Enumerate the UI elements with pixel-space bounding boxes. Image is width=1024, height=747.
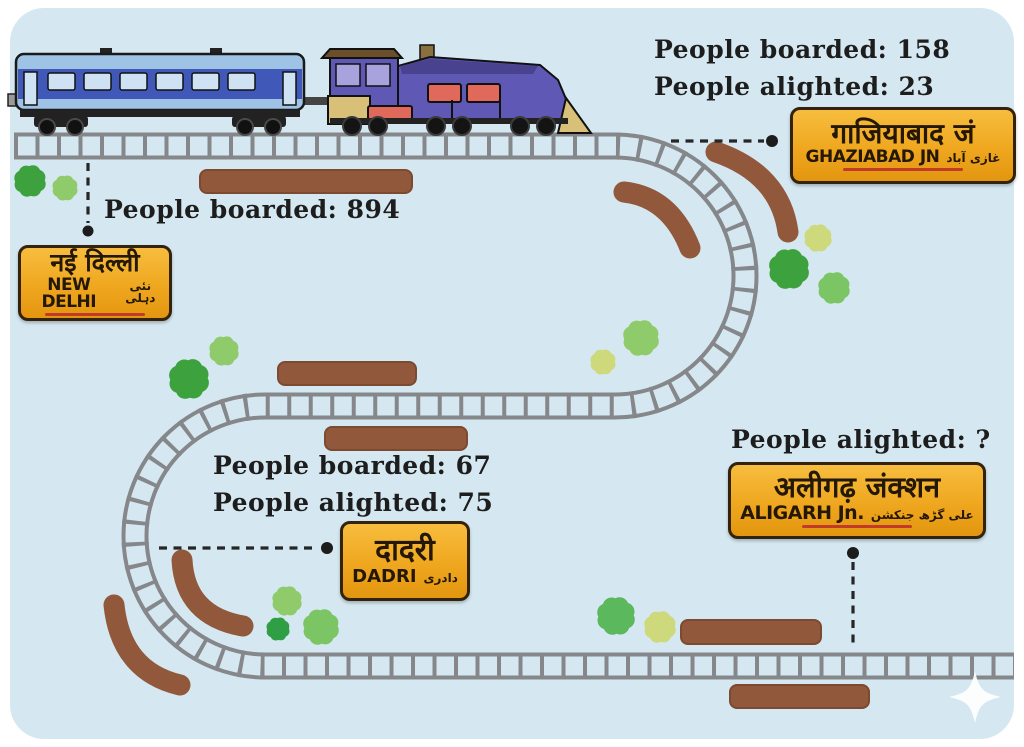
station-name-urdu: علی گڑھ جنکشن: [870, 507, 974, 522]
platform: [277, 361, 417, 386]
locomotive: [319, 44, 593, 136]
station-name-english: GHAZIABAD JN: [805, 147, 940, 168]
platform: [324, 426, 468, 451]
platforms: [199, 169, 870, 709]
station-name-urdu: نئی دہلی: [125, 278, 156, 305]
platform: [199, 169, 413, 194]
stat-label-dadri-boarded: People boarded: 67: [213, 451, 492, 480]
bush-icon: [597, 597, 635, 635]
bush-icon: [169, 359, 209, 399]
sign-red-caption-line: [843, 168, 963, 172]
bush-icon: [266, 617, 290, 641]
railway-track: [14, 132, 1014, 680]
stat-label-ghaziabad-boarded: People boarded: 158: [654, 35, 951, 64]
connector-dots: [82, 135, 859, 559]
bush-icon: [14, 165, 46, 197]
station-sign-new-delhi: नई दिल्ली NEW DELHI نئی دہلی: [18, 245, 172, 321]
curved-platforms: [103, 141, 799, 696]
passenger-coach: [7, 48, 328, 136]
stat-label-dadri-alighted: People alighted: 75: [213, 488, 494, 517]
bush-icon: [272, 586, 302, 616]
stat-label-new-delhi-boarded: People boarded: 894: [104, 195, 401, 224]
station-name-hindi: नई दिल्ली: [50, 248, 140, 277]
platform: [729, 684, 870, 709]
bush-icon: [769, 249, 809, 289]
station-name-english: ALIGARH Jn.: [740, 501, 864, 524]
station-name-hindi: गाजियाबाद जं: [831, 116, 975, 150]
station-sign-aligarh: अलीगढ़ जंक्शन ALIGARH Jn. علی گڑھ جنکشن: [728, 462, 986, 539]
station-name-row: NEW DELHI نئی دہلی: [27, 274, 163, 312]
bushes: [14, 165, 850, 645]
platform: [705, 141, 799, 243]
bush-icon: [52, 175, 78, 201]
stat-label-ghaziabad-alighted: People alighted: 23: [654, 72, 935, 101]
bush-icon: [804, 224, 832, 252]
bush-icon: [590, 349, 616, 375]
sparkle-icon: [949, 671, 1001, 723]
station-name-urdu: غازی آباد: [946, 151, 1001, 166]
train-illustration: [7, 44, 593, 136]
bush-icon: [818, 272, 850, 304]
station-name-row: ALIGARH Jn. علی گڑھ جنکشن: [740, 501, 974, 524]
stat-label-aligarh-alighted: People alighted: ?: [731, 425, 991, 454]
platform: [103, 594, 191, 696]
station-sign-dadri: दादरी DADRI دادری: [340, 521, 470, 601]
station-sign-ghaziabad: गाजियाबाद जं GHAZIABAD JN غازی آباد: [790, 107, 1016, 184]
bush-icon: [303, 609, 339, 645]
bush-icon: [209, 336, 239, 366]
platform: [613, 181, 701, 259]
station-name-english: NEW DELHI: [41, 274, 97, 312]
station-name-hindi: अलीगढ़ जंक्शन: [773, 470, 941, 505]
station-name-urdu: دادری: [423, 570, 458, 585]
station-name-row: GHAZIABAD JN غازی آباد: [805, 147, 1001, 168]
bush-icon: [644, 611, 676, 643]
station-name-english: DADRI: [352, 565, 417, 587]
platform: [171, 549, 254, 637]
sign-red-caption-line: [802, 524, 912, 528]
station-name-row: DADRI دادری: [352, 565, 458, 587]
sign-red-caption-line: [45, 313, 145, 316]
bush-icon: [623, 320, 659, 356]
connectors: [86, 139, 855, 649]
station-name-hindi: दादरी: [375, 533, 435, 569]
platform: [680, 619, 822, 645]
